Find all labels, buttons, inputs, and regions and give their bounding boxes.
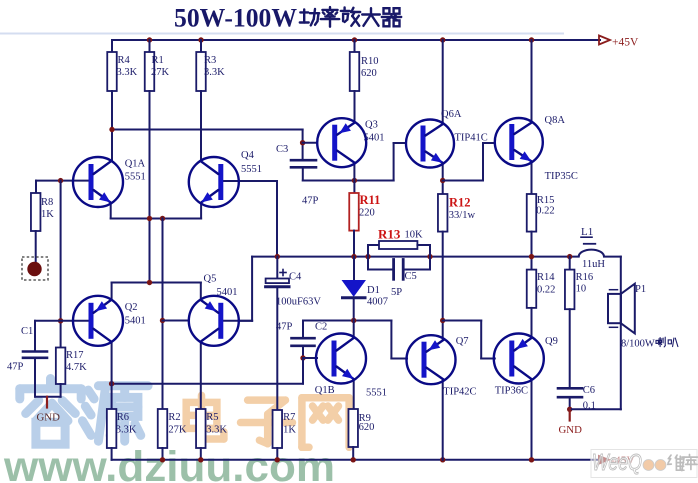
svg-text:R8: R8 bbox=[41, 197, 53, 208]
svg-text:0.1: 0.1 bbox=[583, 401, 596, 412]
svg-text:1K: 1K bbox=[283, 425, 296, 436]
svg-text:Q4: Q4 bbox=[241, 150, 255, 161]
svg-text:100uF63V: 100uF63V bbox=[276, 297, 321, 308]
svg-text:L1: L1 bbox=[581, 226, 593, 238]
svg-text:Q1B: Q1B bbox=[315, 385, 335, 396]
svg-text:R15: R15 bbox=[537, 195, 555, 206]
svg-text:Q8A: Q8A bbox=[545, 115, 566, 126]
svg-text:3.3K: 3.3K bbox=[206, 425, 227, 436]
svg-text:8/100W: 8/100W bbox=[621, 339, 655, 350]
svg-text:P1: P1 bbox=[635, 284, 646, 295]
svg-text:220: 220 bbox=[359, 208, 375, 219]
svg-text:Q5: Q5 bbox=[204, 274, 217, 285]
svg-text:R4: R4 bbox=[118, 55, 131, 66]
svg-text:R10: R10 bbox=[361, 56, 379, 67]
svg-text:47P: 47P bbox=[276, 322, 293, 333]
svg-text:27K: 27K bbox=[168, 425, 187, 436]
svg-text:5551: 5551 bbox=[125, 172, 146, 183]
svg-text:5551: 5551 bbox=[241, 164, 262, 175]
svg-text:620: 620 bbox=[359, 422, 375, 433]
svg-text:C3: C3 bbox=[276, 144, 288, 155]
svg-text:33/1w: 33/1w bbox=[449, 210, 476, 221]
svg-text:R1: R1 bbox=[152, 55, 164, 66]
svg-text:10: 10 bbox=[576, 284, 587, 295]
svg-text:R14: R14 bbox=[537, 272, 555, 283]
svg-text:1K: 1K bbox=[41, 209, 54, 220]
svg-text:R3: R3 bbox=[204, 55, 216, 66]
svg-text:www.dziuu.com: www.dziuu.com bbox=[3, 443, 335, 483]
svg-text:Q7: Q7 bbox=[456, 336, 469, 347]
svg-text:0.22: 0.22 bbox=[536, 206, 554, 217]
svg-text:3.3K: 3.3K bbox=[204, 67, 225, 78]
svg-text:R5: R5 bbox=[206, 412, 218, 423]
svg-text:11uH: 11uH bbox=[582, 259, 605, 270]
svg-text:TIP35C: TIP35C bbox=[545, 171, 578, 182]
svg-text:R7: R7 bbox=[283, 412, 295, 423]
svg-text:4007: 4007 bbox=[367, 297, 388, 308]
svg-text:R16: R16 bbox=[576, 272, 594, 283]
svg-text:5401: 5401 bbox=[217, 287, 238, 298]
svg-text:Q9: Q9 bbox=[545, 336, 558, 347]
svg-text:Q1A: Q1A bbox=[125, 159, 146, 170]
svg-text:R6: R6 bbox=[117, 412, 129, 423]
svg-text:TIP42C: TIP42C bbox=[443, 387, 476, 398]
svg-text:50W-100W: 50W-100W bbox=[174, 4, 297, 33]
svg-text:Q6A: Q6A bbox=[441, 109, 462, 120]
svg-text:3.3K: 3.3K bbox=[117, 67, 138, 78]
svg-text:TIP41C: TIP41C bbox=[455, 133, 488, 144]
svg-text:Q2: Q2 bbox=[125, 302, 138, 313]
svg-text:C5: C5 bbox=[405, 271, 417, 282]
svg-text:GND: GND bbox=[37, 412, 61, 424]
svg-text:R9: R9 bbox=[359, 413, 371, 424]
svg-text:5P: 5P bbox=[391, 287, 402, 298]
svg-text:R11: R11 bbox=[360, 193, 381, 207]
svg-text:4.7K: 4.7K bbox=[66, 362, 87, 373]
svg-text:C6: C6 bbox=[583, 385, 595, 396]
svg-text:C2: C2 bbox=[315, 322, 327, 333]
svg-text:TIP36C: TIP36C bbox=[495, 386, 528, 397]
svg-text:27K: 27K bbox=[151, 67, 170, 78]
svg-text:0.22: 0.22 bbox=[537, 285, 555, 296]
svg-text:10K: 10K bbox=[405, 230, 424, 241]
svg-text:47P: 47P bbox=[302, 196, 319, 207]
svg-text:R12: R12 bbox=[449, 196, 471, 210]
svg-text:620: 620 bbox=[361, 68, 377, 79]
svg-text:5401: 5401 bbox=[125, 316, 146, 327]
svg-text:WeeQ: WeeQ bbox=[592, 449, 642, 475]
svg-text:47P: 47P bbox=[7, 362, 24, 373]
svg-text:R17: R17 bbox=[66, 350, 84, 361]
svg-text:C1: C1 bbox=[21, 326, 33, 337]
svg-text:C4: C4 bbox=[289, 272, 302, 283]
svg-text:3.3K: 3.3K bbox=[116, 425, 137, 436]
svg-text:D1: D1 bbox=[367, 285, 380, 296]
svg-text:GND: GND bbox=[559, 424, 583, 436]
svg-text:Q3: Q3 bbox=[365, 120, 378, 131]
svg-text:R2: R2 bbox=[168, 412, 180, 423]
svg-text:R13: R13 bbox=[378, 227, 401, 242]
svg-text:5551: 5551 bbox=[366, 388, 387, 399]
svg-text:+45V: +45V bbox=[612, 37, 639, 49]
svg-text:5401: 5401 bbox=[364, 133, 385, 144]
